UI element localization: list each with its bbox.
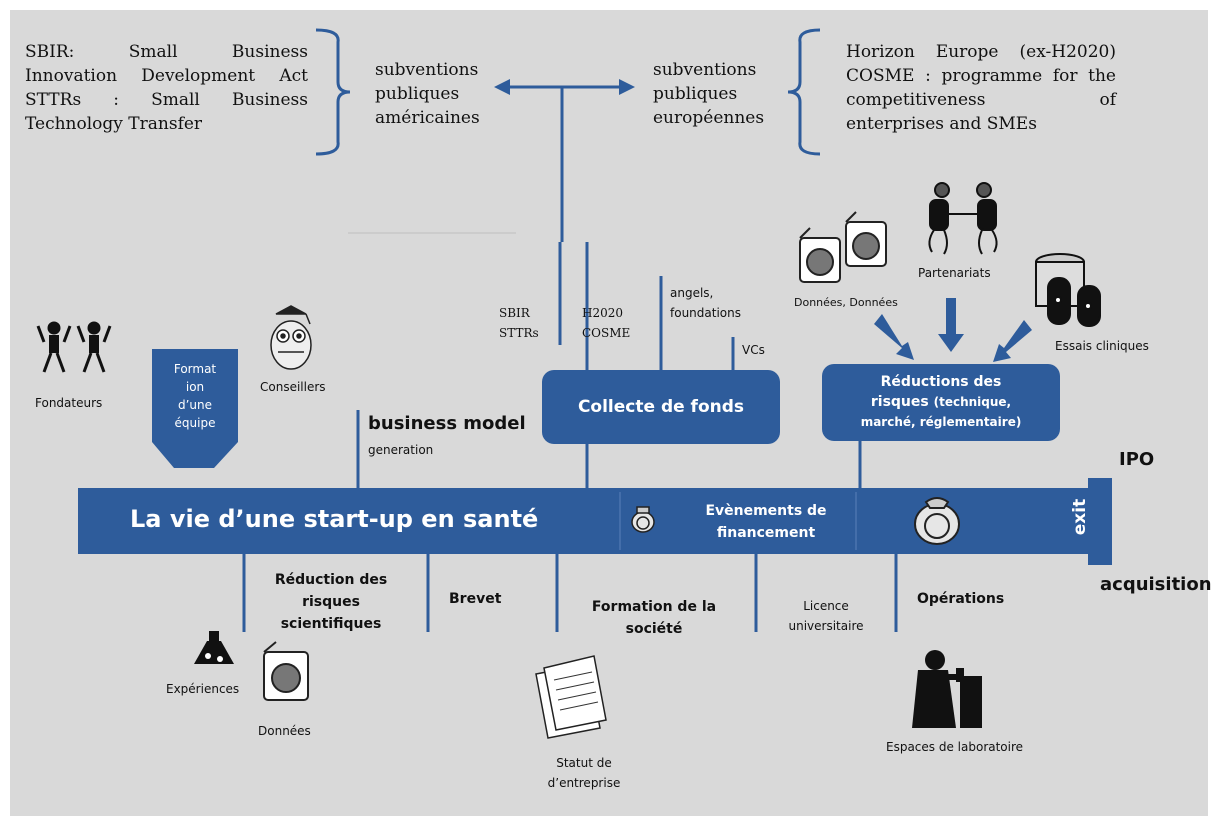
us-grants-acronyms: SBIR: Small Business Innovation Developm…	[25, 42, 308, 134]
scientific-risk-label: Réduction des risques scientifiques	[274, 572, 388, 632]
founders-label: Fondateurs	[35, 396, 103, 410]
arrow-from-data	[874, 314, 914, 360]
business-model-label: business model	[368, 413, 526, 434]
flask-icon	[194, 631, 234, 664]
us-grants-label: subventions publiques américaines	[375, 60, 480, 128]
eu-grants-label: subventions publiques européennes	[653, 60, 765, 128]
experiments-label: Expériences	[166, 682, 240, 696]
vcs-label: VCs	[742, 343, 765, 357]
angels-label: angels, foundations	[670, 286, 741, 320]
team-formation-label: Format ion d’une équipe	[173, 362, 217, 430]
eu-bracket	[787, 28, 821, 156]
advisors-label: Conseillers	[260, 380, 326, 394]
company-status-label: Statut de d’entreprise	[547, 756, 621, 790]
patent-label: Brevet	[449, 591, 502, 607]
company-formation-label: Formation de la société	[591, 599, 717, 637]
lab-worker-icon	[912, 650, 982, 728]
lab-space-label: Espaces de laboratoire	[886, 740, 1024, 754]
fundraising-box: Collecte de fonds	[542, 370, 780, 444]
acquisition-label: acquisition	[1100, 574, 1212, 595]
university-license-label: Licence universitaire	[788, 599, 864, 633]
ipo-label: IPO	[1119, 449, 1155, 470]
data-icon-bottom	[263, 641, 309, 701]
clinical-trials-label: Essais cliniques	[1055, 339, 1149, 353]
founders-icon	[36, 321, 112, 373]
data-label: Données	[258, 724, 311, 738]
operations-label: Opérations	[917, 591, 1005, 607]
main-bar-title: La vie d’une start-up en santé	[130, 505, 539, 533]
data-data-label: Données, Données	[794, 296, 898, 309]
financing-events-label: Evènements de financement	[705, 503, 827, 541]
grants-arrow-right	[619, 79, 635, 95]
documents-icon	[535, 655, 607, 739]
grants-arrow-left	[494, 79, 510, 95]
arrow-from-partnerships	[938, 298, 964, 352]
business-model-sub-label: generation	[368, 443, 434, 457]
partnerships-label: Partenariats	[918, 266, 991, 280]
sbir-sttrs-label: SBIR STTRs	[499, 306, 539, 340]
eu-grants-programmes: Horizon Europe (ex-H2020) COSME : progra…	[846, 42, 1116, 134]
clinical-trials-icon	[1035, 253, 1101, 327]
us-bracket	[315, 28, 351, 156]
exit-label: exit	[1070, 498, 1090, 536]
h2020-cosme-label: H2020 COSME	[582, 306, 631, 340]
team-formation-shape	[152, 349, 238, 468]
partnership-icon	[928, 182, 998, 255]
data-icon-pair	[799, 211, 887, 283]
owl-advisor-icon	[270, 305, 312, 370]
exit-arrow	[1088, 478, 1112, 565]
money-bag-large-icon	[914, 497, 960, 545]
risk-reduction-box: Réductions des risques (technique, march…	[822, 364, 1060, 441]
arrow-from-trials	[993, 320, 1032, 362]
money-bag-small-icon	[631, 506, 655, 533]
